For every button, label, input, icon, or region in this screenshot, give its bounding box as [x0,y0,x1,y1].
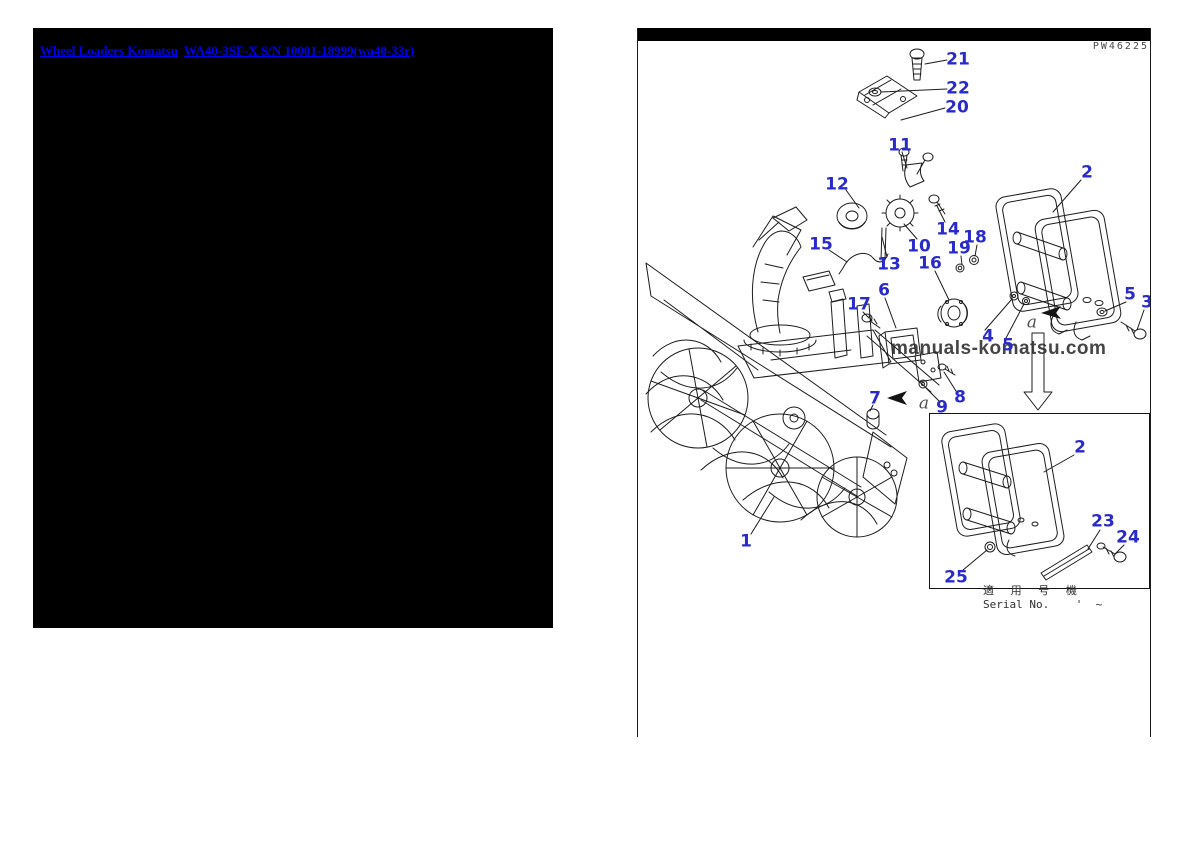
part-callout-6: 6 [878,280,890,301]
part-callout-17: 17 [847,294,871,315]
part-callout-7: 7 [869,388,881,409]
serial-range-inset-box [929,413,1150,589]
part-callout-5: 5 [1124,284,1136,305]
part-callout-19: 19 [947,238,971,259]
part-callout-10: 10 [907,236,931,257]
serial-kanji-label: 適 用 号 機 [983,584,1082,597]
view-ref-a: a [918,393,930,414]
part-callout-23: 23 [1091,511,1115,532]
link-model[interactable]: WA40-3SF-X S/N 10001-18999(wa40-33r) [183,43,415,58]
part-callout-13: 13 [877,254,901,275]
diagram-top-bar [638,28,1150,41]
part-callout-5: 5 [1002,335,1014,356]
serial-no-label: Serial No. ' ~ [983,598,1103,611]
view-ref-a: a [1026,312,1038,333]
part-callout-14: 14 [936,219,960,240]
exploded-parts-drawing [645,48,1147,581]
breadcrumb: Wheel Loaders Komatsu WA40-3SF-X S/N 1000… [40,43,420,59]
part-callout-16: 16 [918,253,942,274]
left-black-panel: Wheel Loaders Komatsu WA40-3SF-X S/N 1000… [33,28,553,628]
part-callout-9: 9 [936,397,948,418]
part-callout-3: 3 [1141,294,1150,312]
part-callout-20: 20 [945,97,969,118]
watermark: manuals-komatsu.com [891,338,1107,359]
part-callout-25: 25 [944,567,968,588]
part-callout-18: 18 [963,227,987,248]
link-category[interactable]: Wheel Loaders Komatsu [40,43,178,58]
part-callout-24: 24 [1116,527,1140,548]
part-callout-4: 4 [982,326,994,347]
part-callout-1: 1 [740,531,752,552]
part-callout-21: 21 [946,49,970,70]
part-callout-12: 12 [825,174,849,195]
part-callout-2: 2 [1081,162,1093,183]
figure-code: PW46225 [1092,41,1149,52]
part-callout-22: 22 [946,78,970,99]
part-callout-2: 2 [1074,437,1086,458]
part-callout-11: 11 [888,135,912,156]
part-callout-15: 15 [809,234,833,255]
parts-diagram-panel: PW46225 [637,28,1151,737]
part-callout-8: 8 [954,387,966,408]
